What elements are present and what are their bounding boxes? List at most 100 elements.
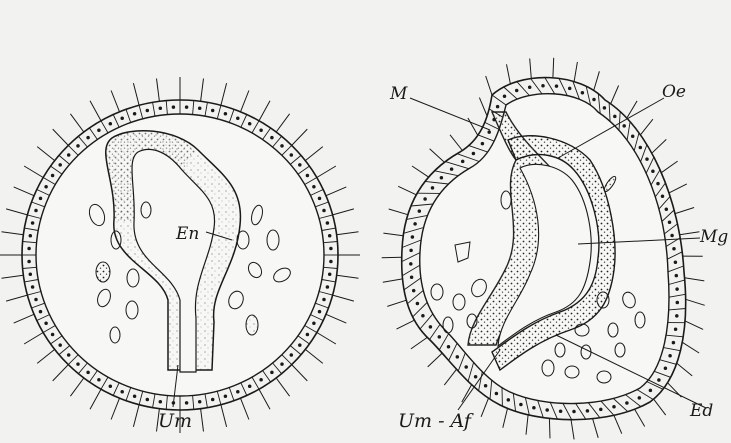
cilium <box>397 320 415 329</box>
cell-nucleus <box>98 379 101 382</box>
cell-wall <box>273 363 282 374</box>
cell-wall <box>23 267 37 268</box>
cell-wall <box>229 109 234 122</box>
cell-wall <box>290 346 301 355</box>
cell-wall <box>37 315 50 321</box>
cilium <box>549 418 550 438</box>
cell-nucleus <box>673 248 676 251</box>
cilium <box>333 295 354 301</box>
cell-nucleus <box>520 403 523 406</box>
cell-wall <box>490 380 492 399</box>
cell-nucleus <box>87 371 90 374</box>
cell-wall <box>193 396 194 410</box>
cell-nucleus <box>626 402 629 405</box>
cilium <box>241 398 249 419</box>
cell-nucleus <box>109 385 112 388</box>
cilium <box>507 64 511 84</box>
cilium <box>53 129 69 145</box>
cell-nucleus <box>412 289 415 292</box>
cell-nucleus <box>31 222 34 225</box>
cell-nucleus <box>323 298 326 301</box>
cell-nucleus <box>495 392 498 395</box>
cell-nucleus <box>198 400 201 403</box>
cell-wall <box>51 166 62 174</box>
cell-nucleus <box>109 122 112 125</box>
cell-nucleus <box>456 356 459 359</box>
cell-nucleus <box>676 315 679 318</box>
cell-wall <box>241 115 247 128</box>
cell-wall <box>324 267 338 268</box>
cell-wall <box>468 363 474 382</box>
cell-nucleus <box>51 333 54 336</box>
cell-wall <box>51 336 62 344</box>
cilium <box>526 415 528 435</box>
cilium <box>317 333 336 345</box>
cell-wall <box>407 215 428 219</box>
cell-nucleus <box>410 249 413 252</box>
cell-nucleus <box>623 125 626 128</box>
cell-wall <box>669 280 685 284</box>
cell-wall <box>290 155 301 164</box>
cell-nucleus <box>67 154 70 157</box>
cell-nucleus <box>35 209 38 212</box>
cell-wall <box>193 101 194 115</box>
cell-wall <box>217 105 221 119</box>
cilium <box>201 409 204 432</box>
cilium <box>326 187 346 196</box>
cell-nucleus <box>328 273 331 276</box>
cell-wall <box>153 102 155 116</box>
cilium <box>157 79 160 102</box>
cilium <box>305 147 323 161</box>
cell-wall <box>101 377 108 389</box>
cilium <box>450 135 462 151</box>
cell-wall <box>78 136 87 147</box>
cilium <box>276 378 289 396</box>
cell-nucleus <box>649 389 652 392</box>
cilium <box>574 62 577 82</box>
cell-nucleus <box>29 234 32 237</box>
cilium <box>111 91 119 112</box>
cell-nucleus <box>658 379 661 382</box>
cell-nucleus <box>326 286 329 289</box>
cell-nucleus <box>431 187 434 190</box>
cilium <box>133 83 139 105</box>
cell-wall <box>139 105 143 119</box>
cilium <box>411 337 427 349</box>
cell-nucleus <box>674 328 677 331</box>
cell-wall <box>601 401 614 415</box>
cell-wall <box>263 128 271 140</box>
cilium <box>276 114 289 132</box>
cell-wall <box>298 166 309 174</box>
cell-nucleus <box>306 174 309 177</box>
cell-nucleus <box>318 197 321 200</box>
cell-nucleus <box>290 354 293 357</box>
cell-nucleus <box>28 247 31 250</box>
cilium <box>680 232 700 235</box>
cell-nucleus <box>306 333 309 336</box>
cell-nucleus <box>614 115 617 118</box>
cell-nucleus <box>328 234 331 237</box>
cilium <box>611 86 619 104</box>
cell-nucleus <box>515 89 518 92</box>
cell-wall <box>166 101 167 115</box>
cell-wall <box>37 190 50 196</box>
cilium <box>661 161 677 173</box>
cell-nucleus <box>271 371 274 374</box>
cell-nucleus <box>211 109 214 112</box>
cell-nucleus <box>299 164 302 167</box>
cell-wall <box>402 240 421 248</box>
cilium <box>241 91 249 112</box>
cell-wall <box>660 360 677 365</box>
cell-nucleus <box>146 398 149 401</box>
cell-nucleus <box>657 182 660 185</box>
cell-nucleus <box>474 375 477 378</box>
cell-nucleus <box>39 197 42 200</box>
cell-wall <box>619 112 620 131</box>
cell-wall <box>126 109 131 122</box>
cilium <box>2 275 24 278</box>
cell-wall <box>322 228 336 230</box>
cilium <box>6 295 27 301</box>
cell-wall <box>655 183 665 197</box>
cell-nucleus <box>573 410 576 413</box>
cell-nucleus <box>652 170 655 173</box>
